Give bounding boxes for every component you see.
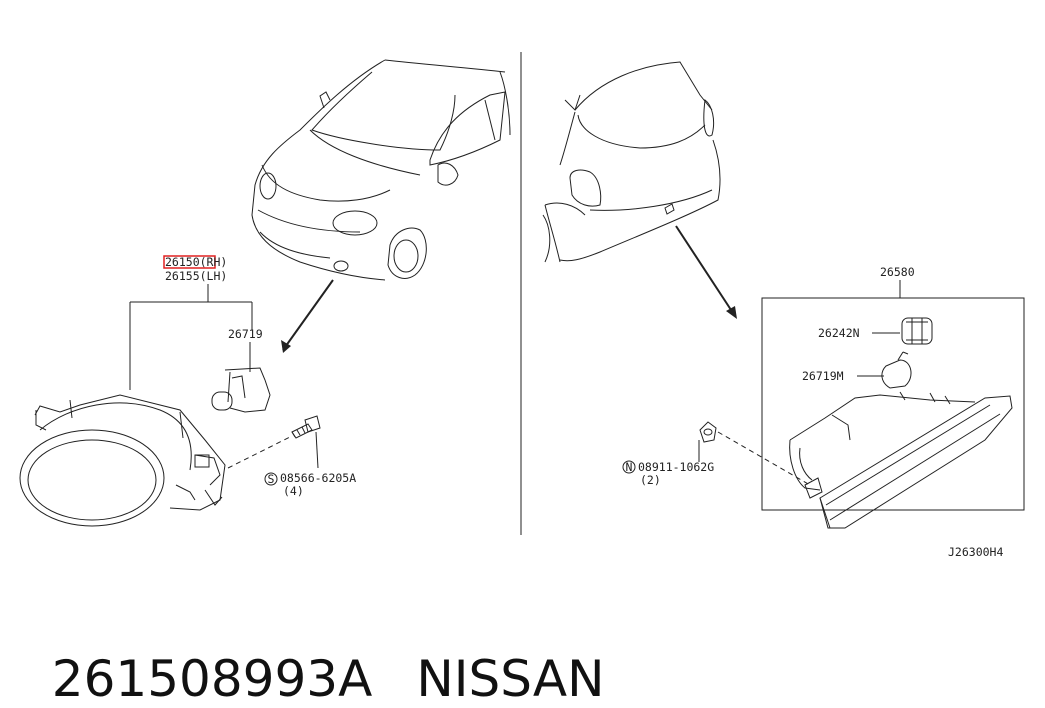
label-bolt: 08566-6205A bbox=[280, 471, 356, 485]
label-bulb-right: 26719M bbox=[802, 369, 844, 383]
nut-right bbox=[698, 421, 811, 486]
label-lamp-right: 26580 bbox=[880, 265, 915, 279]
label-bolt-qty: (4) bbox=[283, 484, 304, 498]
label-part-lh: 26155(LH) bbox=[165, 269, 227, 283]
label-nut: 08911-1062G bbox=[638, 460, 714, 474]
leader-bracket-left bbox=[129, 284, 253, 390]
caption-part-number: 261508993A bbox=[51, 650, 373, 708]
label-bulb-left: 26719 bbox=[228, 327, 263, 341]
label-part-rh: 26150 bbox=[165, 255, 200, 269]
label-nut-symbol: N bbox=[626, 460, 633, 474]
rear-lamp-right bbox=[789, 391, 1013, 529]
arrow-left bbox=[281, 279, 334, 353]
fog-lamp-left bbox=[19, 394, 226, 527]
lamp-right-frame bbox=[761, 297, 1025, 511]
diagram-code: J26300H4 bbox=[948, 545, 1003, 559]
highlight-box bbox=[163, 255, 216, 269]
bulb-left bbox=[211, 367, 271, 413]
socket-right bbox=[901, 317, 933, 345]
label-socket: 26242N bbox=[818, 326, 860, 340]
caption: 261508993A NISSAN bbox=[20, 592, 605, 708]
svg-text:26150(RH): 26150(RH) bbox=[165, 255, 227, 269]
bolt-symbol-circle bbox=[264, 472, 278, 486]
label-part-rh-suffix: (RH) bbox=[200, 255, 228, 269]
parts-diagram: 26150(RH) 26155(LH) 26719 bbox=[19, 52, 1025, 559]
caption-brand: NISSAN bbox=[416, 650, 605, 708]
bolt-left bbox=[227, 415, 321, 469]
nut-symbol-circle bbox=[622, 460, 636, 474]
bulb-right bbox=[881, 351, 912, 389]
arrow-right bbox=[675, 225, 737, 319]
car-rear-illustration bbox=[542, 61, 721, 263]
car-front-illustration bbox=[251, 59, 511, 281]
label-bolt-symbol: S bbox=[268, 472, 275, 486]
label-nut-qty: (2) bbox=[640, 473, 661, 487]
